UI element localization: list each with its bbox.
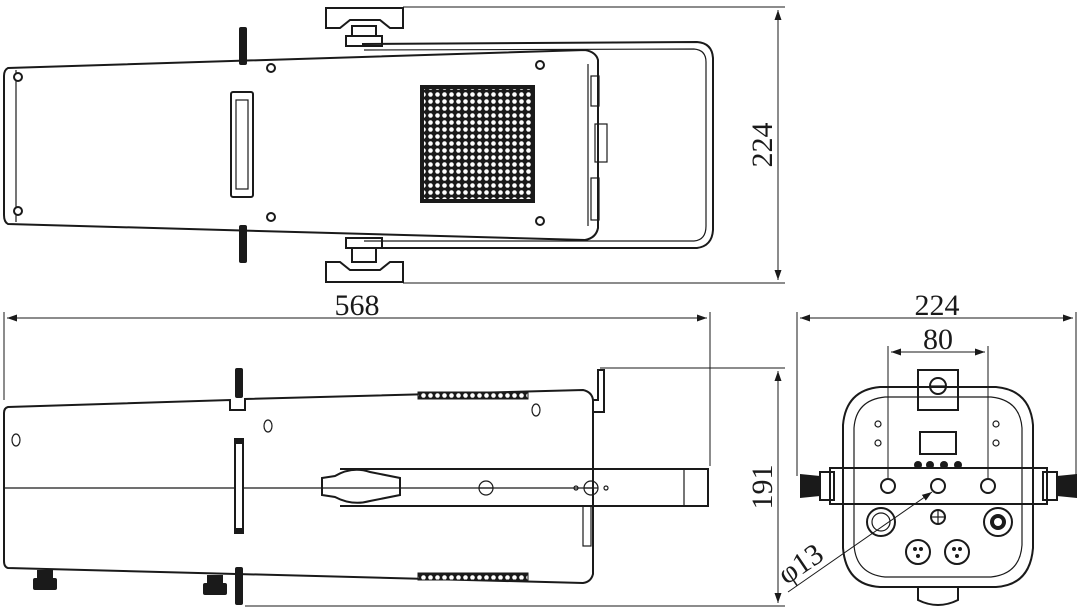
dimension-label-phi13: φ13 [772,537,830,591]
yoke-side [321,369,709,547]
side-knobs-top [239,27,247,263]
length-dimension: 568 [3,289,711,466]
side-height-dimension: 191 [245,367,785,607]
dimension-label-191: 191 [746,465,779,510]
top-view: 224 [3,6,785,284]
feet [33,570,227,595]
back-view: 224 80 [772,289,1077,606]
top-handle [230,91,254,198]
dimension-label-568: 568 [335,289,380,322]
tilt-knob-top [325,7,404,47]
connectors [866,507,1013,565]
dimension-label-224-top: 224 [746,123,779,168]
back-width-dimension: 224 [796,289,1077,476]
vent-grille-top [420,85,535,203]
side-view: 568 [3,289,785,607]
dimension-label-224-back: 224 [915,289,960,322]
top-height-dimension: 224 [403,6,785,284]
body-screws [13,60,545,226]
yoke-top [361,40,714,249]
tilt-knob-bottom [325,237,404,283]
dimension-label-80: 80 [923,323,953,356]
bracket-spacing-dimension: 80 [887,323,989,478]
